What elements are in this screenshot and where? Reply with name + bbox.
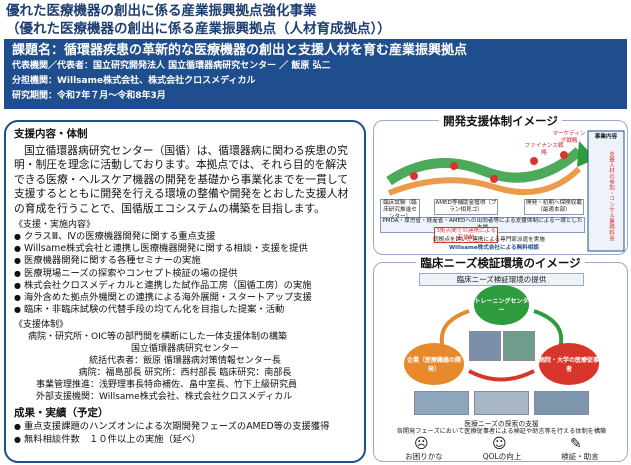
amed-box: AMED等補助金獲得（ブラン相見ゴ） bbox=[434, 199, 498, 215]
operating-room-photo bbox=[469, 331, 501, 361]
contents-list: クラスⅢ、Ⅳの医療機器開発に関する重点支援 Willsame株式会社と連携し医療… bbox=[14, 231, 356, 317]
project-name: 課題名：循環器疾患の革新的な医療機器の創出と支援人材を育む産業振興拠点 bbox=[12, 43, 468, 58]
results-list: 重点支援課題のハンズオンによる次期開発フェーズのAMED等の支援獲得 無料相談件… bbox=[14, 421, 356, 446]
project-period: 研究期間：令和7年７月～令和8年3月 bbox=[12, 91, 166, 101]
marketing-label: マーケティング戦略 bbox=[552, 131, 586, 144]
project-band: 課題名：循環器疾患の革新的な医療機器の創出と支援人材を育む産業振興拠点 代表機関… bbox=[4, 39, 627, 109]
list-item: クラスⅢ、Ⅳの医療機器開発に関する重点支援 bbox=[14, 231, 356, 243]
expert-dispatch-label: 同拠点を跨いだ連携による専門家派遣を実施 bbox=[433, 237, 545, 243]
structure-center-0: 国立循環器病研究センター bbox=[130, 344, 239, 355]
list-item: 臨床・非臨床試験の代替手段の均てん化を目指した提案・活動 bbox=[14, 304, 356, 316]
project-partner: 分担機関：Willsame株式会社、株式会社クロスメディカル bbox=[12, 76, 256, 86]
company-circle: 企業（医療機器の開発） bbox=[404, 343, 464, 385]
project-lead: 代表機関／代表者：国立研究開発法人 国立循環器病研究センター ／ 飯原 弘二 bbox=[12, 61, 331, 71]
finance-label: ファイナンス戦略 bbox=[524, 143, 564, 156]
icon-label-troubled: お困りかな bbox=[405, 452, 443, 461]
qol-up-icon: ☺ bbox=[492, 436, 507, 452]
troubled-person-icon: ☹ bbox=[414, 436, 429, 452]
structure-label: 《支援体制》 bbox=[14, 320, 69, 331]
support-intro: 国立循環器病研究センター（国循）は、循環器病に関わる疾患の究明・制圧を理念に活動… bbox=[14, 144, 349, 215]
dev-support-diagram: 開発支援体制イメージ マーケティング戦略 ファイナンス戦略 事業内容 支援人材の… bbox=[373, 114, 628, 255]
training-photo bbox=[503, 331, 535, 361]
page-subtitle: （優れた医療機器の創出に係る産業振興拠点（人材育成拠点）） bbox=[6, 21, 391, 37]
training-center-circle: トレーニングセンター bbox=[474, 285, 529, 325]
clinical-needs-diagram: 臨床ニーズ検証環境のイメージ 臨床ニーズ検証環境の提供 トレーニングセンター 企… bbox=[373, 256, 628, 462]
title-area: 優れた医療機器の創出に係る産業振興拠点強化事業 （優れた医療機器の創出に係る産業… bbox=[6, 2, 626, 38]
support-heading: 支援内容・体制 bbox=[14, 128, 88, 140]
structure-intro: 病院・研究所・OIC等の部門間を横断にした一体支援体制の構築 bbox=[28, 332, 288, 343]
page-title: 優れた医療機器の創出に係る産業振興拠点強化事業 bbox=[6, 3, 317, 19]
insurance-box: 開発・初期へ保険収載（最適本部） bbox=[524, 199, 584, 215]
clinical-title: 臨床ニーズ検証環境のイメージ bbox=[374, 255, 627, 271]
surgery-photo bbox=[534, 391, 589, 415]
free-consult-label: Willsame株式会社による無料相談 bbox=[448, 245, 539, 251]
list-item: 医療機器開発に関する各種セミナーの実施 bbox=[14, 255, 356, 267]
clinical-caption-2: 各開発フェーズにおいて医療従事者による検証や助言等を行える体制を構築 bbox=[396, 428, 607, 435]
side-box-text: 支援人材の参加・コンサル業務料金 bbox=[608, 151, 614, 241]
dev-flow-graphic bbox=[386, 130, 625, 252]
icon-label-advice: 検証・助言 bbox=[561, 452, 599, 461]
list-item: 重点支援課題のハンズオンによる次期開発フェーズのAMED等の支援獲得 bbox=[14, 421, 356, 433]
list-item: 医療現場ニーズの探索やコンセプト検証の場の提供 bbox=[14, 268, 356, 280]
lab-photo bbox=[414, 391, 469, 415]
dev-diagram-title: 開発支援体制イメージ bbox=[374, 113, 627, 129]
clinical-caption-1: 医療ニーズの探索の支援 bbox=[464, 420, 539, 428]
icon-label-qol: QOLの向上 bbox=[482, 452, 522, 461]
side-box-title: 事業内容 bbox=[594, 134, 618, 140]
structure-center-2: 病院：福島部長 研究所：西村部長 臨床研究：南部長 bbox=[78, 368, 292, 379]
structure-line-0: 事業管理推進：浅野理事長特命補佐、畠中室長、竹下上級研究員 bbox=[36, 380, 298, 391]
results-heading: 成果・実績（予定） bbox=[14, 407, 109, 420]
contents-label: 《支援・実施内容》 bbox=[14, 220, 96, 231]
hospital-circle: 病院・大学の医療従事者 bbox=[539, 343, 599, 385]
list-item: 海外含めた拠点外機関との連携による海外展開・スタートアップ支援 bbox=[14, 292, 356, 304]
list-item: Willsame株式会社と連携し医療機器開発に関する相談・支援を提供 bbox=[14, 243, 356, 255]
structure-center-1: 統括代表者：飯原 循環器病対策情報センター長 bbox=[89, 356, 281, 367]
list-item: 無料相談件数 １０件以上の実施（延べ） bbox=[14, 434, 356, 446]
list-item: 株式会社クロスメディカルと連携した試作品工房（国循工房）の実施 bbox=[14, 280, 356, 292]
support-panel: 支援内容・体制 国立循環器病研究センター（国循）は、循環器病に関わる疾患の究明・… bbox=[4, 120, 366, 463]
structure-line-1: 外部支援機関：Willsame株式会社、株式会社クロスメディカル bbox=[36, 392, 293, 403]
three-hub-box: 3拠点間での連携による有体制 bbox=[434, 227, 498, 243]
advice-icon: ✎ bbox=[570, 436, 582, 452]
clinic-photo bbox=[474, 391, 529, 415]
